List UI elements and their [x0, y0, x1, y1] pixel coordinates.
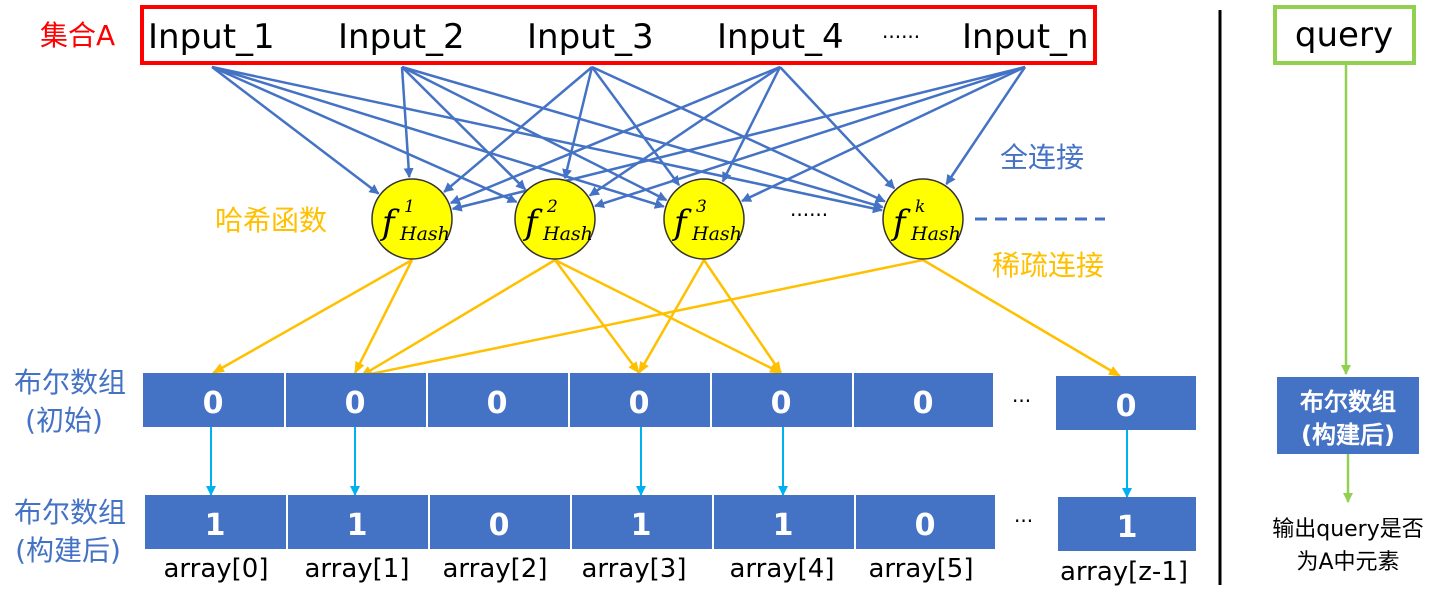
input-ellipsis: ······ [882, 25, 920, 49]
initial-cell-last: 0 [1116, 389, 1137, 424]
built-row-label: 布尔数组 [14, 496, 126, 529]
hash-function-3: f 3 Hash [663, 178, 745, 260]
sparse-edge-5 [554, 258, 782, 375]
output-line-1: 输出query是否 [1272, 517, 1424, 542]
initial-cell-2: 0 [487, 386, 508, 421]
initial-cell-4: 0 [771, 386, 792, 421]
query-bool-array-box [1277, 377, 1419, 454]
query-label: query [1295, 15, 1393, 55]
edge-input-5-hash-4 [945, 66, 1027, 185]
sparse-edge-6 [637, 259, 706, 374]
built-cell-5: 0 [915, 508, 936, 543]
edge-input-1-hash-2 [211, 65, 518, 204]
legend-full-connection: 全连接 [1000, 141, 1084, 174]
sparse-edge-9 [922, 258, 1121, 378]
initial-row-label: 布尔数组 [14, 366, 126, 399]
edge-input-4-hash-3 [721, 66, 782, 183]
svg-text:k: k [915, 197, 925, 217]
svg-text:Hash: Hash [910, 223, 961, 245]
sparse-edge-3 [360, 258, 556, 378]
built-bool-array: 1 1 0 1 1 0 1 [145, 495, 1196, 551]
sparse-connection-edges [212, 258, 1121, 379]
hash-function-k: f k Hash [882, 178, 964, 260]
built-cell-3: 1 [631, 508, 652, 543]
initial-cell-3: 0 [629, 386, 650, 421]
input-4: Input_4 [717, 17, 844, 57]
query-box-line-2: (构建后) [1301, 421, 1395, 449]
legend-sparse-connection: 稀疏连接 [992, 249, 1104, 282]
hash-function-2: f 2 Hash [514, 178, 596, 260]
built-cell-4: 1 [773, 508, 794, 543]
svg-text:Hash: Hash [399, 223, 450, 245]
edge-input-2-hash-1 [400, 66, 414, 179]
array-index-last: array[z-1] [1060, 557, 1188, 587]
sparse-edge-8 [360, 258, 924, 379]
svg-text:3: 3 [696, 197, 707, 217]
array-index-5: array[5] [868, 554, 973, 584]
edge-input-1-hash-3 [211, 65, 665, 209]
sparse-edge-7 [702, 259, 783, 374]
full-connection-edges [211, 65, 1027, 214]
set-label: 集合A [40, 19, 115, 52]
input-n: Input_n [962, 17, 1089, 57]
svg-text:1: 1 [404, 197, 415, 217]
array-index-2: array[2] [442, 554, 547, 584]
array-index-1: array[1] [304, 554, 409, 584]
input-2: Input_2 [338, 17, 465, 57]
built-row-sublabel: (构建后) [15, 534, 121, 567]
hash-function-1: f 1 Hash [371, 178, 453, 260]
array-index-0: array[0] [163, 554, 268, 584]
edge-input-3-hash-1 [443, 66, 593, 193]
edge-input-3-hash-4 [591, 65, 886, 203]
hash-label: 哈希函数 [215, 204, 327, 237]
array-index-4: array[4] [729, 554, 834, 584]
sparse-edge-2 [353, 259, 414, 374]
initial-cell-ellipsis: ··· [1012, 389, 1031, 413]
hash-ellipsis: ······ [790, 203, 828, 227]
svg-text:Hash: Hash [542, 223, 593, 245]
edge-input-4-hash-2 [588, 65, 781, 197]
edge-input-2-hash-2 [401, 66, 527, 191]
input-1: Input_1 [148, 17, 275, 57]
built-cell-0: 1 [205, 508, 226, 543]
initial-bool-array: 0 0 0 0 0 0 0 [143, 373, 1196, 430]
array-index-labels: array[0] array[1] array[2] array[3] arra… [163, 554, 1188, 587]
edge-input-5-hash-2 [594, 65, 1026, 209]
edge-input-2-hash-3 [401, 65, 668, 202]
update-arrows [206, 427, 1132, 498]
set-box [140, 5, 1097, 65]
edge-input-3-hash-2 [562, 66, 594, 180]
initial-row-sublabel: (初始) [25, 404, 103, 437]
query-box-line-1: 布尔数组 [1300, 388, 1396, 416]
initial-cell-5: 0 [913, 386, 934, 421]
initial-cell-0: 0 [203, 386, 224, 421]
built-cell-2: 0 [489, 508, 510, 543]
sparse-edge-4 [553, 259, 641, 374]
built-cell-1: 1 [347, 508, 368, 543]
svg-text:Hash: Hash [691, 223, 742, 245]
sparse-edge-1 [212, 258, 413, 375]
edge-input-4-hash-1 [449, 65, 781, 205]
query-box [1273, 5, 1416, 65]
svg-text:2: 2 [546, 197, 558, 217]
input-3: Input_3 [527, 17, 654, 57]
array-index-3: array[3] [581, 554, 686, 584]
initial-cell-1: 0 [345, 386, 366, 421]
built-cell-last: 1 [1117, 510, 1138, 545]
output-line-2: 为A中元素 [1296, 550, 1399, 575]
built-cell-ellipsis: ··· [1014, 509, 1033, 533]
edge-input-1-hash-1 [211, 66, 380, 195]
edge-input-5-hash-3 [741, 65, 1026, 203]
